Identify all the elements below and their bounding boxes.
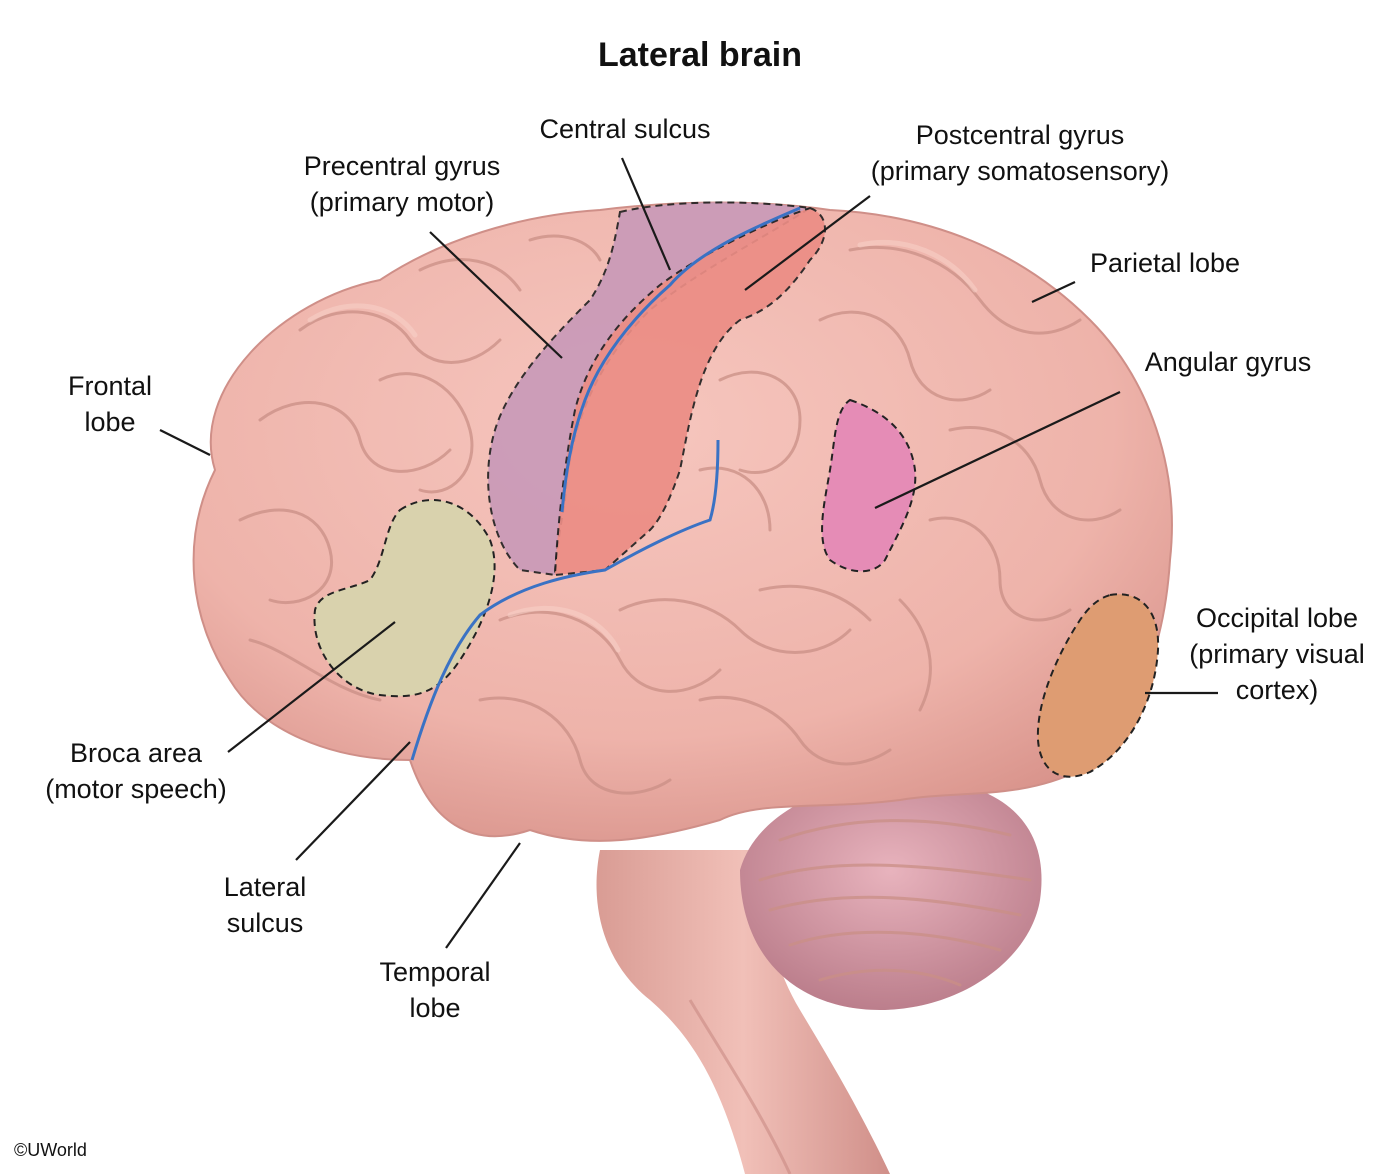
brainstem xyxy=(596,850,890,1174)
label-line: Occipital lobe xyxy=(1195,603,1359,633)
label-line: Frontal xyxy=(67,371,153,401)
label-postcentral-gyrus: Postcentral gyrus (primary somatosensory… xyxy=(840,117,1200,189)
label-line: cortex) xyxy=(1235,675,1319,705)
label-line: (primary somatosensory) xyxy=(870,156,1170,186)
label-central-sulcus: Central sulcus xyxy=(520,111,730,147)
label-line: Postcentral gyrus xyxy=(915,120,1125,150)
label-angular-gyrus: Angular gyrus xyxy=(1128,344,1328,380)
label-line: lobe xyxy=(409,993,461,1023)
label-precentral-gyrus: Precentral gyrus (primary motor) xyxy=(280,148,524,220)
label-temporal-lobe: Temporal lobe xyxy=(360,954,510,1026)
gyri-texture xyxy=(238,234,1122,795)
broca-area-region xyxy=(313,499,496,698)
label-occipital-lobe: Occipital lobe (primary visual cortex) xyxy=(1172,600,1382,708)
copyright-notice: ©UWorld xyxy=(14,1140,87,1160)
label-line: Angular gyrus xyxy=(1144,347,1312,377)
label-line: lobe xyxy=(84,407,136,437)
label-line: Broca area xyxy=(69,738,203,768)
label-line: (primary motor) xyxy=(309,187,495,217)
cerebellum xyxy=(740,778,1042,1010)
angular-gyrus-region xyxy=(821,398,917,573)
label-line: Lateral xyxy=(223,872,307,902)
label-line: Central sulcus xyxy=(539,114,711,144)
page-title: Lateral brain xyxy=(597,36,803,74)
postcentral-gyrus-region xyxy=(553,206,826,577)
label-lateral-sulcus: Lateral sulcus xyxy=(200,869,330,941)
label-frontal-lobe: Frontal lobe xyxy=(50,368,170,440)
label-line: Precentral gyrus xyxy=(303,151,501,181)
label-line: Temporal xyxy=(379,957,491,987)
leader-lines xyxy=(159,157,1218,949)
label-broca-area: Broca area (motor speech) xyxy=(28,735,244,807)
label-line: Parietal lobe xyxy=(1089,248,1241,278)
lateral-sulcus-line xyxy=(410,439,720,761)
central-sulcus-line xyxy=(560,206,801,513)
label-line: (primary visual xyxy=(1189,639,1365,669)
label-line: (motor speech) xyxy=(45,774,227,804)
label-line: sulcus xyxy=(226,908,304,938)
occipital-region xyxy=(1036,593,1160,778)
label-parietal-lobe: Parietal lobe xyxy=(1075,245,1255,281)
